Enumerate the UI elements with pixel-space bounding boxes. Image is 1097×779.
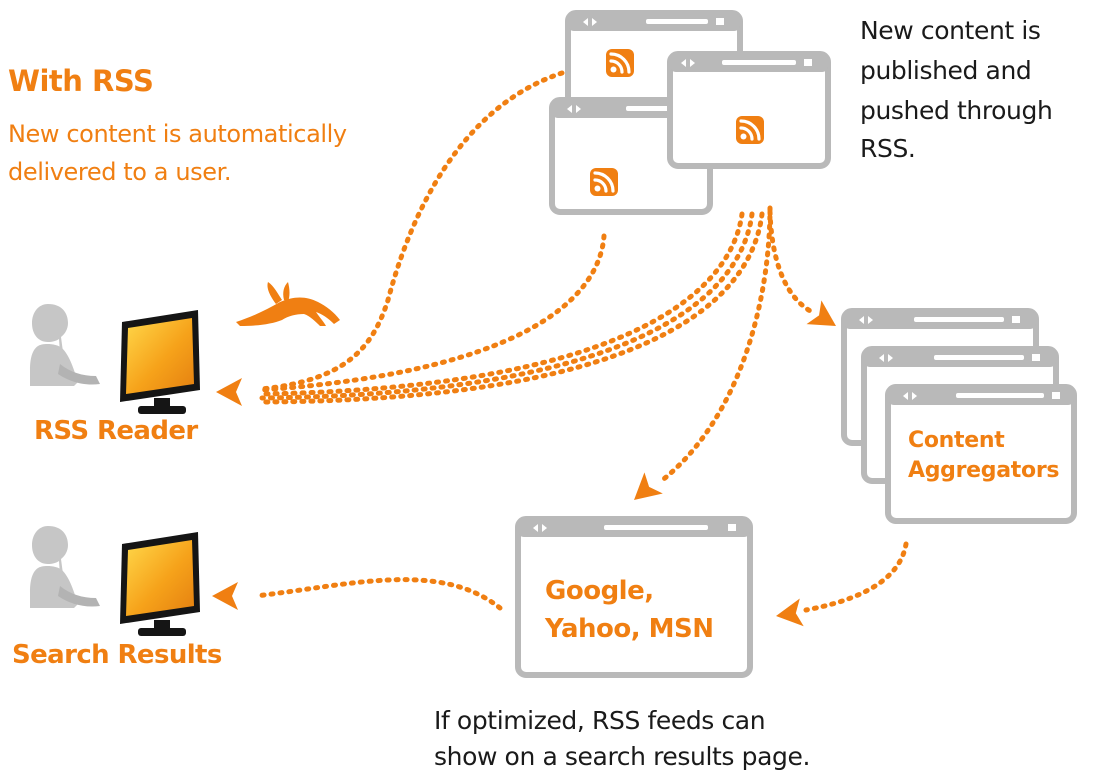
search-engine-window	[515, 516, 753, 678]
feed-to-aggregators-line	[767, 209, 815, 315]
diagram-subtitle-line2: delivered to a user.	[8, 158, 232, 186]
feed-to-reader-line-1	[259, 233, 607, 393]
search-results-label: Search Results	[12, 640, 222, 670]
feed-to-reader-line-4	[259, 211, 765, 405]
diagram-subtitle-line1: New content is automatically	[8, 120, 347, 148]
arrow-head-icon	[212, 582, 238, 610]
publish-note-line3: pushed through	[860, 96, 1053, 125]
dotted-flow-lines	[253, 70, 909, 613]
arrow-head-icon	[806, 300, 844, 338]
feed-to-search-engine-line	[657, 205, 773, 485]
arrow-head-icon	[624, 472, 663, 511]
arrow-head-icon	[216, 378, 242, 406]
rabbit-icon	[236, 282, 340, 326]
publish-note-line1: New content is	[860, 16, 1041, 45]
search-engines-label-line2: Yahoo, MSN	[545, 614, 714, 644]
rss-feed-icon	[604, 47, 636, 79]
aggregators-to-engine-line	[803, 541, 909, 613]
engine-to-search-results-line	[253, 577, 503, 611]
search-note-line2: show on a search results page.	[434, 742, 810, 771]
browser-window-icon	[667, 51, 831, 169]
person-icon	[30, 526, 100, 608]
publisher-windows	[549, 10, 831, 215]
search-results-user	[30, 526, 200, 636]
rss-feed-icon	[734, 114, 766, 146]
search-note-line1: If optimized, RSS feeds can	[434, 706, 766, 735]
aggregators-label-line2: Aggregators	[908, 458, 1060, 483]
rss-reader-label: RSS Reader	[34, 416, 198, 446]
diagram-title: With RSS	[8, 64, 154, 98]
monitor-icon	[120, 310, 200, 414]
feed-to-reader-line-2	[259, 211, 745, 397]
publish-note-line4: RSS.	[860, 134, 916, 163]
browser-window-icon	[885, 384, 1077, 524]
rss-reader-user	[30, 304, 200, 414]
feed-to-reader-line-top	[259, 70, 565, 392]
publish-note-line2: published and	[860, 56, 1032, 85]
person-icon	[30, 304, 100, 386]
rss-feed-icon	[588, 166, 620, 198]
search-engines-label-line1: Google,	[545, 576, 654, 606]
arrow-head-icon	[774, 598, 804, 630]
aggregators-label-line1: Content	[908, 428, 1005, 453]
content-aggregators-windows	[841, 308, 1077, 524]
feed-to-reader-line-3	[259, 211, 755, 401]
monitor-icon	[120, 532, 200, 636]
